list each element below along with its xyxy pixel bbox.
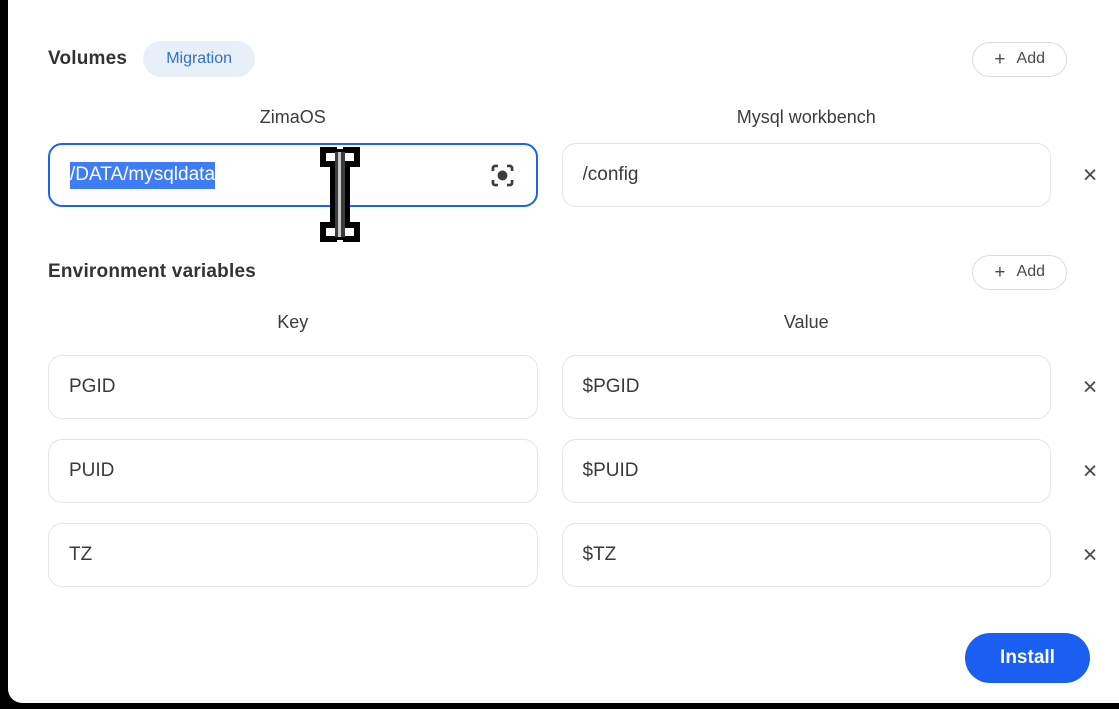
remove-env-button[interactable]: × [1075, 540, 1105, 570]
volumes-section-header: Volumes Migration + Add [48, 40, 1105, 78]
plus-icon: + [994, 261, 1006, 283]
host-path-input[interactable]: /DATA/mysqldata [48, 143, 538, 207]
env-key-input[interactable] [48, 439, 538, 503]
volumes-title: Volumes [48, 48, 128, 69]
env-value-input[interactable] [561, 523, 1051, 587]
add-volume-label: Add [1016, 50, 1045, 67]
env-key-input[interactable] [48, 523, 538, 587]
migration-badge[interactable]: Migration [143, 41, 255, 77]
add-env-label: Add [1016, 263, 1045, 280]
env-value-input[interactable] [561, 439, 1051, 503]
add-env-button[interactable]: + Add [972, 254, 1067, 290]
column-header-zimaos: ZimaOS [259, 106, 326, 127]
env-row: × [48, 523, 1105, 587]
install-config-panel: Volumes Migration + Add ZimaOS Mysql wor… [8, 0, 1119, 703]
remove-env-button[interactable]: × [1075, 456, 1105, 486]
volumes-column-headers: ZimaOS Mysql workbench [48, 106, 1105, 128]
remove-env-button[interactable]: × [1075, 372, 1105, 402]
env-title: Environment variables [48, 261, 256, 282]
env-key-input[interactable] [48, 355, 538, 419]
env-row: × [48, 355, 1105, 419]
env-section-header: Environment variables + Add [48, 253, 1105, 291]
env-value-input[interactable] [561, 355, 1051, 419]
env-column-headers: Key Value [48, 311, 1105, 333]
env-rows: × × × [48, 355, 1105, 587]
selected-text: /DATA/mysqldata [70, 161, 216, 189]
plus-icon: + [994, 48, 1006, 70]
column-header-mysql-workbench: Mysql workbench [736, 106, 876, 127]
add-volume-button[interactable]: + Add [972, 41, 1067, 77]
focus-target-icon[interactable] [489, 162, 516, 189]
install-button[interactable]: Install [965, 633, 1090, 683]
remove-volume-button[interactable]: × [1075, 160, 1105, 190]
volume-row: /DATA/mysqldata × [48, 143, 1105, 207]
env-row: × [48, 439, 1105, 503]
column-header-key: Key [277, 311, 309, 332]
column-header-value: Value [783, 311, 829, 332]
footer: Install [48, 633, 1105, 683]
container-path-input[interactable] [561, 143, 1051, 207]
